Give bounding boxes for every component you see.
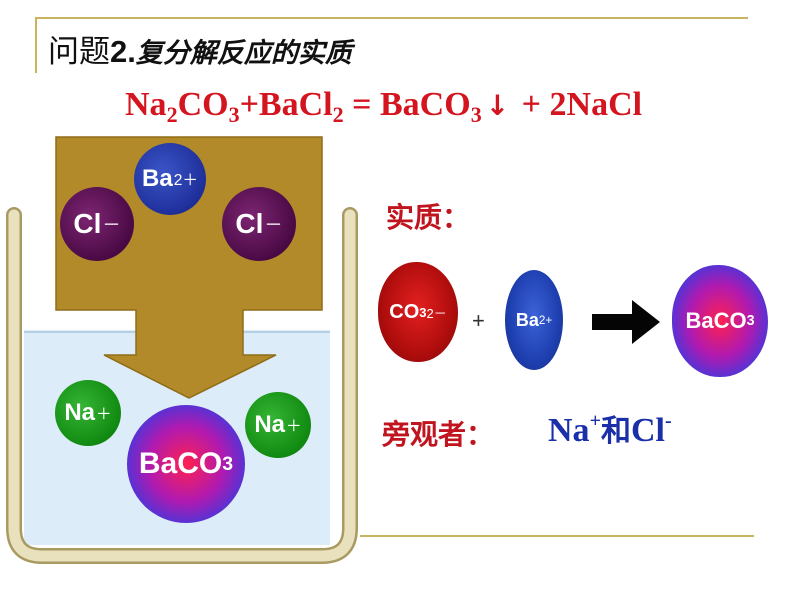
eq-cl-sub: 2 <box>332 102 344 127</box>
na-left-symbol: Na <box>64 399 96 426</box>
na-right-symbol: Na <box>254 411 286 438</box>
precipitate-arrow-icon: ↓ <box>485 89 510 122</box>
cl-ion-left: Cl－ <box>60 187 134 261</box>
eq-na: Na <box>125 86 167 123</box>
na-right-charge: ＋ <box>286 418 302 435</box>
eq-nacl: + 2NaCl <box>513 86 643 123</box>
beaker-wall <box>8 209 356 562</box>
reaction-arrow-icon <box>592 300 660 344</box>
spectator-and: 和 <box>600 414 631 449</box>
na-left-charge: ＋ <box>96 406 112 423</box>
cl-left-symbol: Cl <box>73 208 102 239</box>
essence-ba-charge: 2+ <box>538 313 553 327</box>
baco3-sub: 3 <box>222 452 234 475</box>
product-sub: 3 <box>746 313 755 329</box>
ba-ion-charge: 2＋ <box>173 172 198 189</box>
reaction-equation: Na2CO3+BaCl2 = BaCO3↓ + 2NaCl <box>125 86 642 128</box>
na-ion-right: Na＋ <box>245 392 311 458</box>
title-vertical-rule <box>35 17 37 73</box>
spectator-cl-charge: - <box>664 410 672 432</box>
essence-ba-symbol: Ba <box>515 309 539 330</box>
essence-label: 实质： <box>386 201 471 234</box>
plus-sign: + <box>472 308 485 333</box>
title-prefix: 问题 <box>48 34 110 70</box>
cl-left-charge: － <box>102 215 121 235</box>
eq-co: CO <box>177 86 229 123</box>
spectator-ions: Na+和Cl- <box>548 406 672 450</box>
title-rest: 复分解反应的实质 <box>135 38 352 69</box>
spectator-na-charge: + <box>589 410 601 432</box>
title-number: 2. <box>110 34 136 69</box>
product-symbol: BaCO <box>685 308 747 333</box>
slide-title: 问题2.复分解反应的实质 <box>48 26 352 71</box>
eq-co-sub: 3 <box>228 102 240 127</box>
bottom-rule <box>360 535 754 537</box>
eq-baco: = BaCO <box>343 86 471 123</box>
spectator-label: 旁观者： <box>382 418 495 451</box>
eq-bacl: +BaCl <box>239 86 333 123</box>
spectator-na: Na <box>548 412 590 449</box>
cl-right-charge: － <box>264 215 283 235</box>
co3-symbol: CO <box>389 300 420 323</box>
spectator-cl: Cl <box>630 412 665 449</box>
na-ion-left: Na＋ <box>55 380 121 446</box>
cl-right-symbol: Cl <box>235 208 264 239</box>
eq-baco-sub: 3 <box>470 102 482 127</box>
cl-ion-right: Cl－ <box>222 187 296 261</box>
baco3-symbol: BaCO <box>138 447 223 480</box>
co3-charge: 2－ <box>426 305 447 321</box>
co3-sub: 3 <box>419 304 427 320</box>
ba-ion-symbol: Ba <box>142 165 173 192</box>
title-rule <box>35 17 748 19</box>
eq-na-sub: 2 <box>166 102 178 127</box>
